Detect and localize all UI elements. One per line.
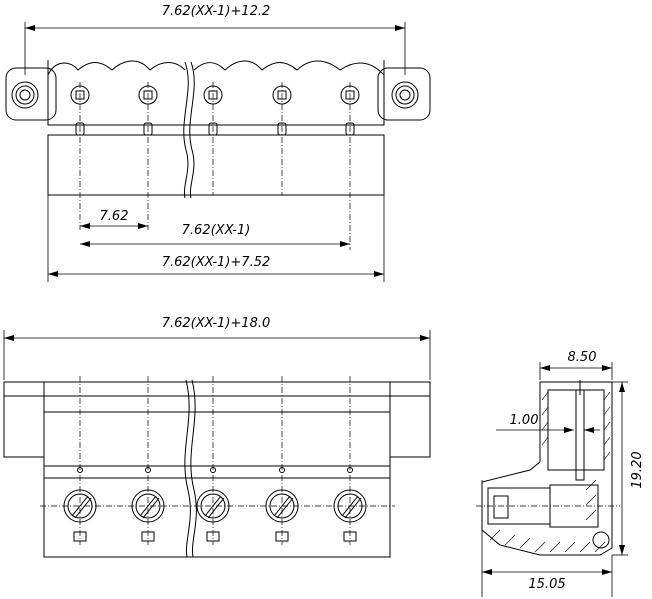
scallop-edge	[47, 60, 385, 76]
side-outline	[481, 381, 613, 556]
dim-pitch: 7.62	[100, 209, 129, 224]
flange-screw-icon	[11, 81, 39, 109]
dim-top-overall: 7.62(XX-1)+12.2	[162, 4, 271, 19]
top-screw-holes	[70, 85, 360, 105]
side-clamp	[487, 487, 551, 525]
dim-pin-span: 7.62(XX-1)	[182, 223, 251, 238]
front-break-line	[184, 379, 191, 558]
dim-side-depth: 8.50	[568, 350, 597, 365]
left-flange	[5, 67, 57, 121]
top-centerlines	[79, 82, 351, 250]
flange-screw-icon	[391, 81, 419, 109]
side-latch	[592, 531, 610, 549]
side-pin	[575, 389, 585, 481]
front-left-flange	[3, 381, 45, 458]
right-flange	[377, 67, 431, 121]
dim-side-width: 15.05	[528, 577, 565, 592]
side-inner-cavity	[547, 389, 605, 471]
wire-entry-slots	[73, 531, 357, 542]
top-body-outline	[47, 60, 385, 126]
dim-front-overall: 7.62(XX-1)+18.0	[162, 316, 271, 331]
dim-pin-thickness: 1.00	[510, 413, 539, 428]
top-lower-body	[47, 134, 385, 196]
dim-body-width: 7.62(XX-1)+7.52	[162, 255, 271, 270]
front-right-flange	[389, 381, 431, 458]
section-hatching	[489, 391, 611, 553]
side-view: 8.50 19.20 1.00 15.05	[476, 350, 645, 597]
front-body	[43, 381, 391, 558]
front-view: 7.62(XX-1)+18.0	[3, 316, 431, 558]
dim-side-height: 19.20	[630, 451, 645, 488]
break-line	[183, 61, 189, 199]
front-centerlines	[79, 376, 351, 545]
front-pin-marks	[77, 467, 353, 473]
top-view: 7.62(XX-1)+12.2	[5, 4, 431, 282]
